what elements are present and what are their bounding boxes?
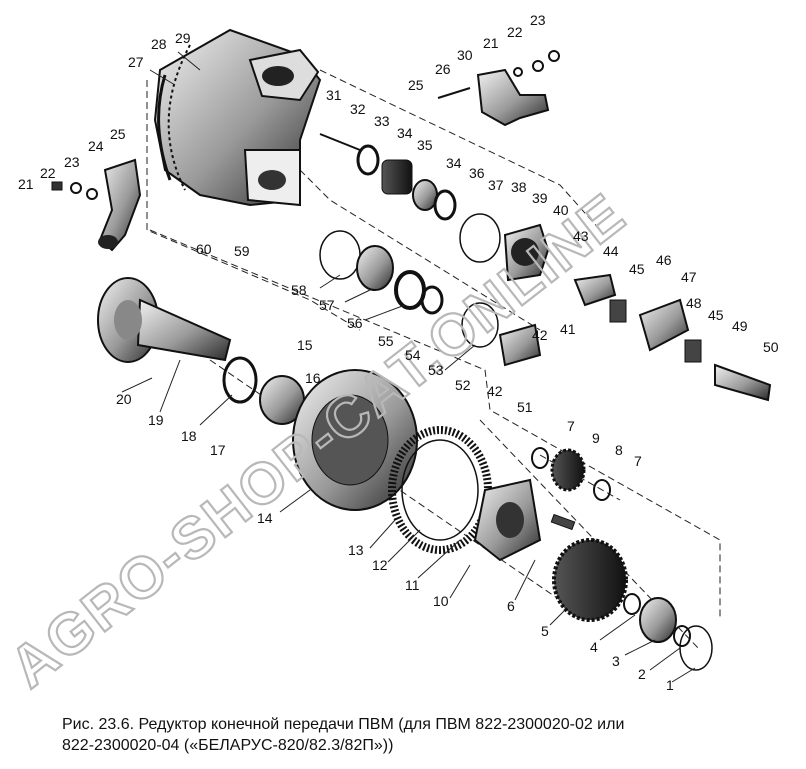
driven-gear-5: [552, 538, 713, 671]
caption-line-1: Рис. 23.6. Редуктор конечной передачи ПВ…: [62, 716, 625, 733]
callout-42b: 42: [487, 383, 503, 399]
gasket-28: [167, 44, 191, 191]
callout-5: 5: [541, 623, 549, 639]
callout-14: 14: [257, 510, 273, 526]
callout-60: 60: [196, 241, 212, 257]
steering-lever-right: [476, 68, 550, 127]
callout-42a: 42: [532, 327, 548, 343]
callout-13: 13: [348, 542, 364, 558]
reduction-carrier: [292, 369, 418, 511]
callout-26: 26: [435, 61, 451, 77]
callout-31: 31: [326, 87, 342, 103]
callout-19: 19: [148, 412, 164, 428]
callout-2: 2: [638, 666, 646, 682]
callout-38: 38: [511, 179, 527, 195]
seal-bearing-group: [319, 230, 499, 348]
callout-34a: 34: [397, 125, 413, 141]
callout-12: 12: [372, 557, 388, 573]
callout-9: 9: [592, 430, 600, 446]
caption-line-2: 822-2300020-04 («БЕЛАРУС-820/82.3/82П»)): [62, 737, 394, 754]
callout-7b: 7: [634, 453, 642, 469]
callout-53: 53: [428, 362, 444, 378]
hub-flange: [473, 478, 576, 562]
bearing-cover: [503, 223, 550, 282]
callout-28: 28: [151, 36, 167, 52]
callout-10: 10: [433, 593, 449, 609]
callout-49: 49: [732, 318, 748, 334]
callout-45a: 45: [629, 261, 645, 277]
callout-29: 29: [175, 30, 191, 46]
callout-36: 36: [469, 165, 485, 181]
bolt-set-right: [437, 50, 560, 99]
callout-32: 32: [350, 101, 366, 117]
callout-18: 18: [181, 428, 197, 444]
callout-25a: 25: [110, 126, 126, 142]
bevel-pinion-shaft: [319, 133, 501, 263]
callout-1: 1: [666, 677, 674, 693]
final-drive-housing: [153, 28, 322, 207]
wheel-hub-shaft: [97, 277, 232, 363]
callout-33: 33: [374, 113, 390, 129]
callout-11: 11: [405, 577, 420, 593]
callout-16: 16: [305, 370, 321, 386]
flange-cover-52: [498, 323, 542, 367]
callout-6: 6: [507, 598, 515, 614]
callout-23a: 23: [64, 154, 80, 170]
callout-44: 44: [603, 243, 619, 259]
callout-41: 41: [560, 321, 576, 337]
callout-27: 27: [128, 54, 144, 70]
bolt-set-left: [51, 181, 98, 200]
callout-59: 59: [234, 243, 250, 259]
callout-48: 48: [686, 295, 702, 311]
callout-20: 20: [116, 391, 132, 407]
exploded-assembly-diagram: AGRO-SHOP-CAT.ONLINE 1 2 3 4 5 6 7 7 8 9…: [0, 12, 779, 701]
callout-23b: 23: [530, 12, 546, 28]
callout-55: 55: [378, 333, 394, 349]
callout-21a: 21: [18, 176, 34, 192]
callout-52: 52: [455, 377, 471, 393]
callout-56: 56: [347, 315, 363, 331]
callout-22a: 22: [40, 165, 56, 181]
callout-43: 43: [573, 228, 589, 244]
callout-8: 8: [615, 442, 623, 458]
callout-7a: 7: [567, 418, 575, 434]
callout-25b: 25: [408, 77, 424, 93]
figure-caption: Рис. 23.6. Редуктор конечной передачи ПВ…: [62, 714, 792, 756]
callout-21b: 21: [483, 35, 499, 51]
leader-lines: [121, 51, 696, 683]
callout-37: 37: [488, 177, 504, 193]
callout-4: 4: [590, 639, 598, 655]
callout-45b: 45: [708, 307, 724, 323]
callout-57: 57: [319, 297, 335, 313]
callout-30: 30: [457, 47, 473, 63]
ring-18-17: [222, 356, 305, 425]
callout-51: 51: [517, 399, 533, 415]
callout-54: 54: [405, 347, 421, 363]
callout-34b: 34: [446, 155, 462, 171]
callout-15: 15: [297, 337, 313, 353]
callout-labels: 1 2 3 4 5 6 7 7 8 9 10 11 12 13 14 15 16…: [18, 12, 779, 693]
callout-40: 40: [553, 202, 569, 218]
cardan-joint: [573, 273, 772, 402]
callout-24: 24: [88, 138, 104, 154]
callout-47: 47: [681, 269, 697, 285]
callout-3: 3: [612, 653, 620, 669]
steering-lever-left: [98, 158, 142, 252]
callout-17: 17: [210, 442, 226, 458]
callout-39: 39: [532, 190, 548, 206]
callout-50: 50: [763, 339, 779, 355]
callout-35: 35: [417, 137, 433, 153]
callout-58: 58: [291, 282, 307, 298]
callout-46: 46: [656, 252, 672, 268]
pinion-gear-9: [531, 447, 611, 501]
callout-22b: 22: [507, 24, 523, 40]
